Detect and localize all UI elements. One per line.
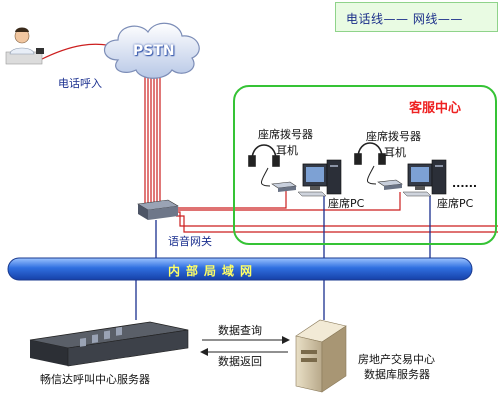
service-center-box: [233, 85, 497, 245]
seat-1-headset-icon: [248, 144, 280, 187]
gateway-label: 语音网关: [168, 235, 212, 248]
voice-gateway-icon: [137, 199, 179, 220]
pstn-cloud: [103, 22, 200, 79]
callcenter-server-label: 畅信达呼叫中心服务器: [40, 373, 150, 386]
data-return-arrow: [200, 348, 288, 356]
database-server-icon: [295, 319, 347, 393]
db-server-label-line2: 数据库服务器: [364, 368, 430, 381]
pstn-label: PSTN: [133, 43, 175, 59]
data-query-arrow: [202, 336, 290, 344]
more-seats-ellipsis: ......: [452, 177, 478, 190]
seat-1-pc-icon: [297, 159, 342, 197]
seat-1-pc-label: 座席PC: [328, 197, 365, 210]
callcenter-server-icon: [29, 321, 189, 367]
caller-label: 电话呼入: [58, 77, 102, 90]
db-server-label-line1: 房地产交易中心: [358, 353, 435, 366]
legend-text: 电话线—— 网线——: [346, 12, 463, 26]
lan-label: 内部局域网: [168, 264, 259, 278]
service-center-title: 客服中心: [409, 101, 462, 116]
lan-bar: [7, 257, 473, 281]
network-lines: [135, 196, 431, 320]
seat-1-headset-label: 耳机: [276, 144, 298, 157]
seat-2-headset-label: 耳机: [384, 146, 406, 159]
legend-box: 电话线—— 网线——: [335, 2, 498, 32]
phone-lines-pstn: [144, 70, 161, 205]
seat-2-dialer-label: 座席拨号器: [366, 130, 421, 143]
caller-icon: [5, 27, 44, 65]
seat-1-dialer-icon: [271, 181, 297, 192]
seat-2-dialer-icon: [377, 179, 403, 190]
data-return-label: 数据返回: [218, 355, 262, 368]
seat-1-dialer-label: 座席拨号器: [258, 128, 313, 141]
seat-3-pc-label: 座席PC: [437, 197, 474, 210]
seat-2-headset-icon: [354, 142, 386, 185]
data-query-label: 数据查询: [218, 324, 262, 337]
seat-2-pc-icon: [402, 159, 447, 197]
